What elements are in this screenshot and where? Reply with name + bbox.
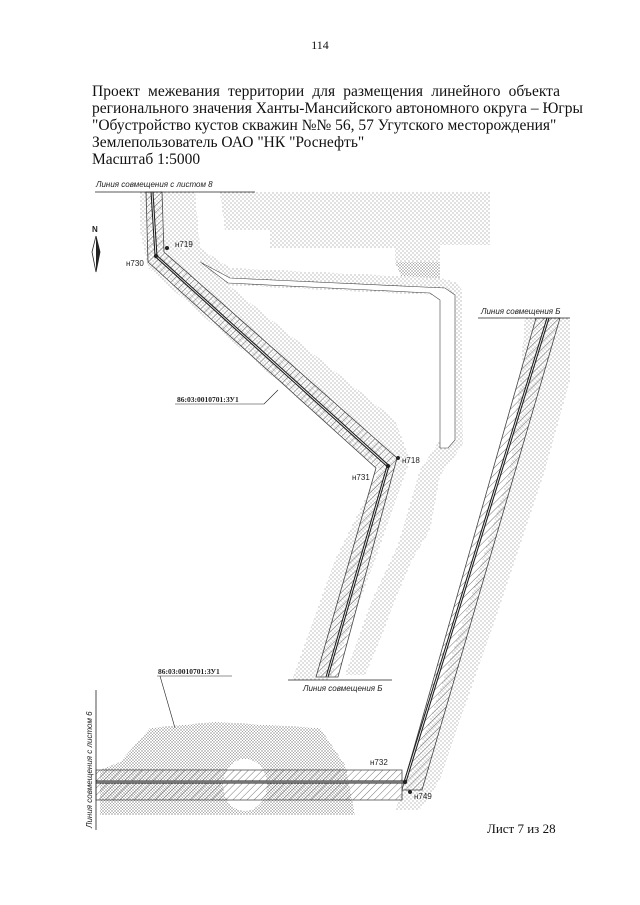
point-markers (153, 246, 412, 794)
cadastral-label-upper: 86:03:0010701:ЗУ1 (177, 395, 239, 404)
point-label-n719: н719 (175, 240, 193, 249)
point-label-n749: н749 (414, 792, 432, 801)
hatched-corridor-1 (145, 191, 398, 678)
hatched-corridor-3 (95, 769, 403, 801)
point-label-n730: н730 (126, 259, 144, 268)
title-line-5: Масштаб 1:5000 (92, 151, 201, 168)
point-label-n731: н731 (352, 473, 370, 482)
north-arrow-icon (91, 235, 101, 273)
page-number: 114 (311, 38, 329, 52)
match-line-b-right-label: Линия совмещения Б (480, 307, 560, 316)
dotted-area-upper-right (220, 192, 490, 278)
match-line-sheet-8-label: Линия совмещения с листом 8 (95, 180, 213, 189)
road-corridor (175, 192, 463, 675)
match-lines (95, 191, 570, 830)
dotted-area-lower-left (100, 722, 355, 815)
point-label-n718: н718 (402, 456, 420, 465)
document-title: Проект межевания территории для размещен… (92, 83, 583, 168)
match-line-sheet-6-label: Линия совмещения с листом 6 (85, 711, 94, 829)
sheet-number: Лист 7 из 28 (487, 821, 556, 836)
cadastral-label-lower: 86:03:0010701:ЗУ1 (158, 667, 220, 676)
title-line-4: Землепользователь ОАО "НК "Роснефть" (92, 134, 365, 151)
match-line-b-middle-label: Линия совмещения Б (302, 684, 382, 693)
title-line-1: Проект межевания территории для размещен… (92, 83, 560, 100)
north-label: N (92, 225, 98, 234)
title-line-3: "Обустройство кустов скважин №№ 56, 57 У… (92, 117, 557, 134)
point-label-n732: н732 (370, 758, 388, 767)
title-line-2: регионального значения Ханты-Мансийского… (92, 100, 583, 117)
